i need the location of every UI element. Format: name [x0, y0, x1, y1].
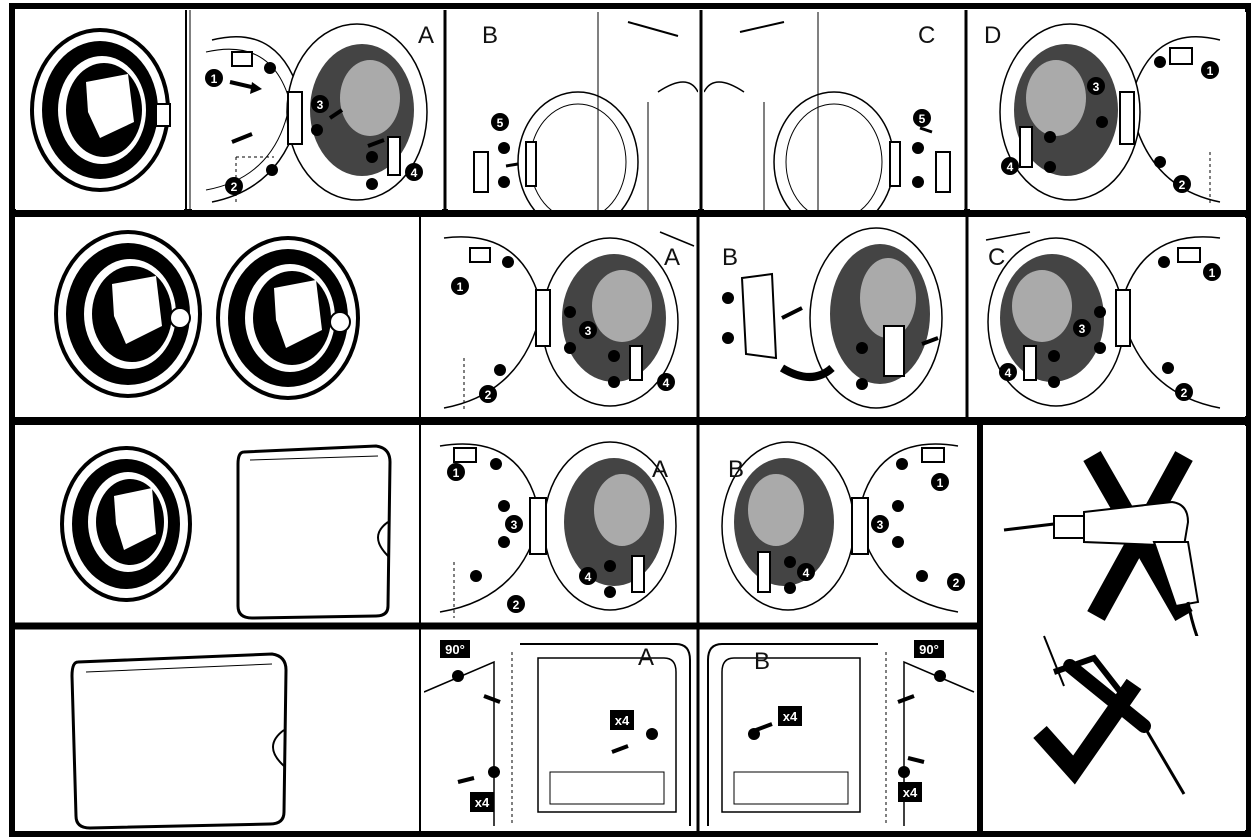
row1-step-b: B 5 [448, 12, 698, 210]
number-badge: 1 [211, 72, 218, 86]
number-badge: 1 [457, 280, 464, 294]
count-badge: x4 [783, 709, 798, 724]
number-badge: 4 [411, 166, 418, 180]
row1-step-d: D 1 2 3 4 [970, 12, 1246, 210]
step-numbers: 1 2 3 4 [1001, 61, 1219, 193]
step-numbers: 5 [491, 113, 509, 131]
row3-door-and-panel [16, 426, 416, 622]
number-badge: 5 [919, 112, 926, 126]
number-badge: 2 [1181, 386, 1188, 400]
number-badge: 4 [663, 376, 670, 390]
number-badge: 3 [511, 518, 518, 532]
step-label: C [988, 244, 1006, 271]
step-numbers: 1 2 3 4 [999, 263, 1221, 401]
number-badge: 1 [937, 476, 944, 490]
count-badge: x4 [475, 795, 490, 810]
number-badge: 2 [1179, 178, 1186, 192]
number-badge: 4 [803, 566, 810, 580]
step-label: A [638, 644, 655, 671]
row1-step-c: C 5 [704, 12, 964, 210]
number-badge: 2 [953, 576, 960, 590]
step-numbers: 1 2 3 4 [447, 463, 597, 613]
step-label: B [728, 456, 745, 483]
row3-step-a: A 1 2 3 4 [424, 426, 696, 622]
step-numbers: 1 2 3 4 [797, 473, 965, 591]
number-badge: 2 [485, 388, 492, 402]
step-label: D [984, 22, 1002, 49]
step-badges: 90° x4 x4 [783, 642, 939, 800]
row4-step-b: 90° x4 x4 B [702, 632, 976, 830]
row1-door-thumbnail [16, 12, 184, 210]
number-badge: 4 [585, 570, 592, 584]
step-numbers: 1 2 3 4 [205, 69, 423, 195]
screwdriver-icon [1033, 635, 1186, 795]
row2-door-thumbnails [16, 218, 416, 416]
step-label: B [482, 22, 499, 49]
step-label: A [418, 22, 435, 49]
number-badge: 2 [231, 180, 238, 194]
step-label: C [918, 22, 936, 49]
row4-step-a: 90° x4 x4 A [424, 632, 696, 830]
number-badge: 4 [1007, 160, 1014, 174]
number-badge: 2 [513, 598, 520, 612]
step-label: A [664, 244, 681, 271]
number-badge: 5 [497, 116, 504, 130]
row2-step-a: A 1 2 3 4 [424, 218, 696, 416]
number-badge: 1 [1209, 266, 1216, 280]
number-badge: 1 [453, 466, 460, 480]
number-badge: 4 [1005, 366, 1012, 380]
count-badge: x4 [615, 713, 630, 728]
angle-badge: 90° [445, 642, 465, 657]
row2-step-c: C 1 2 3 4 [970, 218, 1246, 416]
number-badge: 3 [1079, 322, 1086, 336]
step-numbers: 5 [913, 109, 931, 127]
step-badges: 90° x4 x4 [445, 642, 630, 810]
step-label: B [722, 244, 739, 271]
number-badge: 3 [1093, 80, 1100, 94]
tools-panel [984, 426, 1246, 830]
row2-step-b: B [702, 218, 964, 416]
row1-step-a: A 1 2 3 4 [192, 12, 442, 210]
step-label: B [754, 648, 771, 675]
step-label: A [652, 456, 669, 483]
row3-step-b: B 1 2 3 4 [702, 426, 974, 622]
number-badge: 3 [877, 518, 884, 532]
number-badge: 3 [317, 98, 324, 112]
step-numbers: 1 2 3 4 [451, 277, 675, 403]
drill-icon [1003, 451, 1200, 636]
number-badge: 1 [1207, 64, 1214, 78]
count-badge: x4 [903, 785, 918, 800]
number-badge: 3 [585, 324, 592, 338]
row4-flat-door-thumbnail [16, 632, 416, 830]
angle-badge: 90° [919, 642, 939, 657]
